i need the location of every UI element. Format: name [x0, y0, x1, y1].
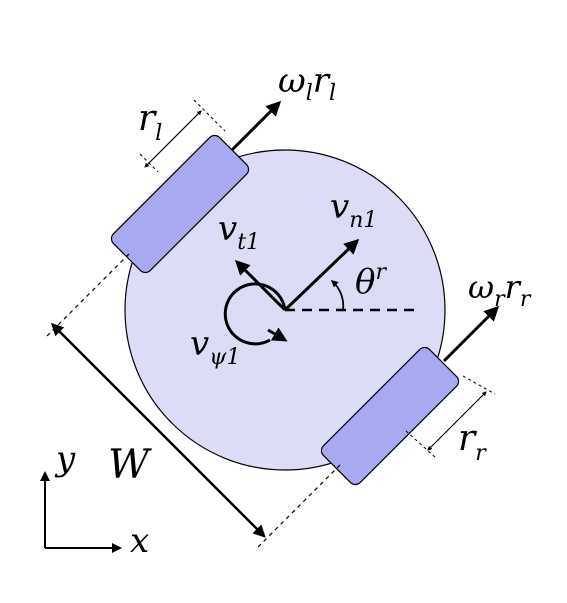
r-l-extension-1: [193, 99, 226, 132]
y-axis-label: y: [54, 439, 76, 479]
v-psi1-arrowhead-line: [267, 327, 288, 342]
r-r-extension-1: [462, 375, 496, 395]
w-extension-left: [46, 252, 131, 337]
w-label: W: [108, 442, 152, 488]
r-r-label: rr: [458, 418, 487, 466]
omega-r-arrow: [442, 305, 500, 363]
v-n1-arrow: [283, 238, 360, 312]
r-r-extension-2: [405, 430, 437, 459]
theta-arc: [330, 280, 345, 311]
right-wheel: [320, 346, 460, 486]
omega-l-arrow: [230, 100, 282, 152]
r-l-label: rl: [138, 98, 162, 146]
theta-r-label: θr: [355, 260, 387, 302]
v-t1-arrow: [234, 259, 287, 312]
w-extension-right: [257, 462, 343, 548]
r-l-dimension: [144, 110, 202, 168]
w-dimension-arrow: [50, 322, 266, 538]
x-axis-label: x: [130, 521, 149, 561]
v-psi1-label: vψ1: [190, 324, 240, 370]
r-r-dimension: [427, 391, 487, 451]
v-psi1-arc: [223, 282, 287, 346]
omega-r-label: ωrrr: [468, 268, 532, 312]
omega-l-label: ωlrl: [278, 61, 336, 106]
v-n1-label: vn1: [330, 187, 377, 233]
v-t1-label: vt1: [218, 209, 260, 255]
